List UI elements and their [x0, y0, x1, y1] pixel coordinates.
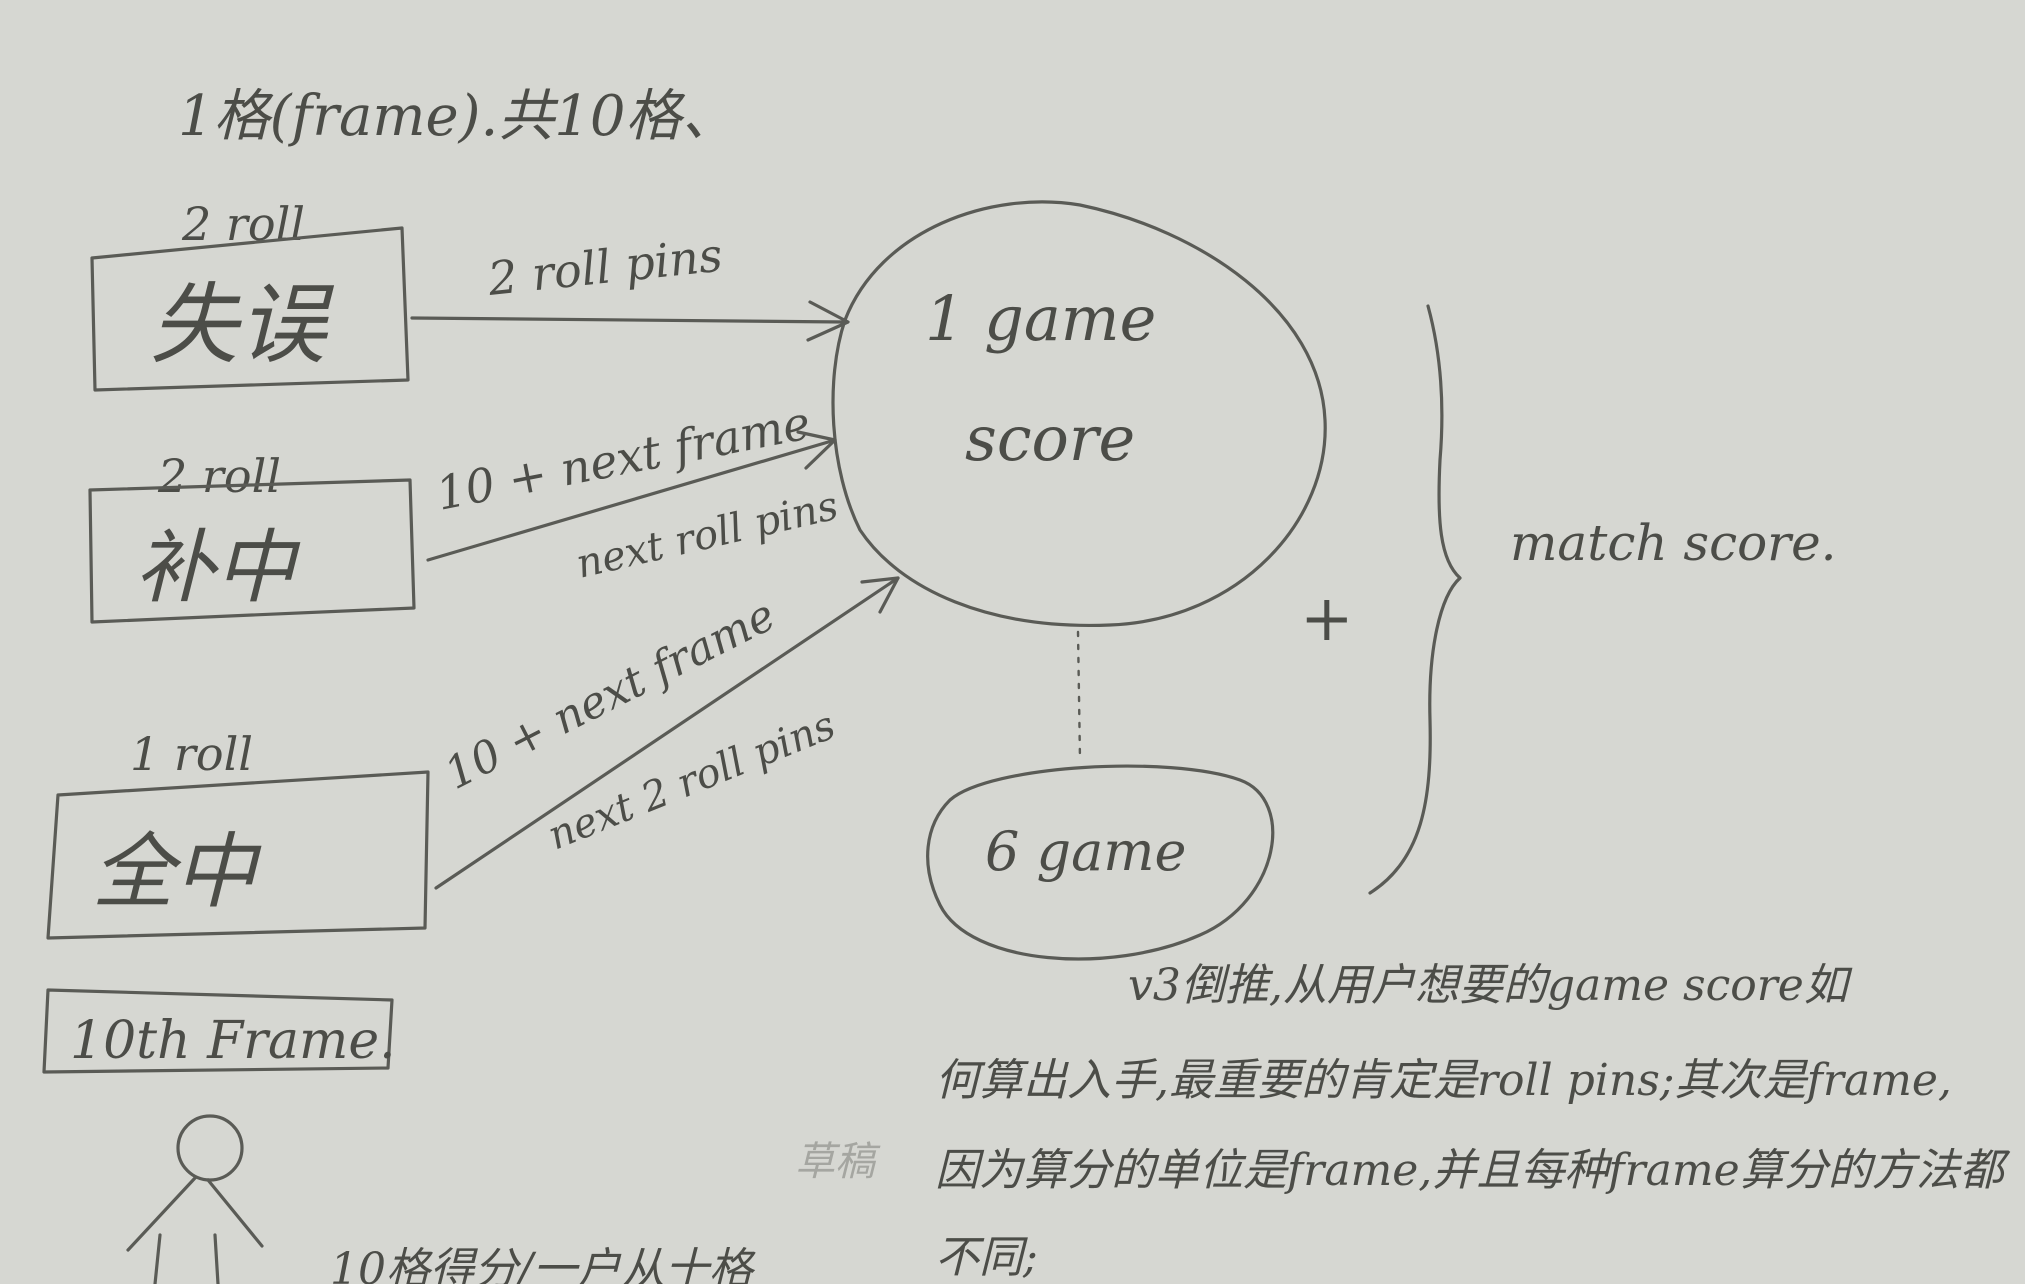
strike-frame-label: 全中 — [92, 825, 262, 920]
miss-arrowhead — [806, 300, 850, 342]
miss-frame-group: 2 roll 失误 2 roll pins — [90, 197, 850, 392]
miss-arrow-label: 2 roll pins — [485, 228, 725, 306]
tenth-frame-box — [42, 988, 394, 1074]
plus-sign: + — [1300, 582, 1354, 656]
six-game-ellipse — [926, 764, 1275, 961]
spare-arrow-label-2: next roll pins — [572, 483, 842, 588]
note-line-2: 何算出入手,最重要的肯定是roll pins;其次是frame, — [935, 1055, 1952, 1106]
game-score-group: 1 game score — [831, 200, 1327, 762]
note-line-1: v3倒推,从用户想要的game score如 — [1128, 960, 1853, 1011]
spare-arrow — [426, 438, 837, 562]
spare-frame-label: 补中 — [135, 521, 301, 614]
strike-roll-label: 1 roll — [130, 727, 253, 781]
game-score-circle — [831, 200, 1327, 628]
curly-brace — [1368, 304, 1462, 895]
tenth-frame-label: 10th Frame. — [70, 1011, 396, 1071]
dotted-connector — [1076, 630, 1082, 762]
game-score-line1: 1 game — [925, 282, 1156, 355]
strike-arrow — [434, 576, 900, 890]
match-score-label: match score. — [1510, 514, 1837, 572]
miss-arrow — [410, 316, 847, 324]
header-note: 1格(frame).共10格、 — [178, 84, 738, 149]
note-line-4: 不同; — [935, 1232, 1038, 1283]
game-score-line2: score — [965, 402, 1135, 475]
bottom-note: 10格得分/一户从十格 — [330, 1244, 756, 1284]
spare-roll-label: 2 roll — [157, 449, 281, 503]
spare-frame-group: 2 roll 补中 10 + next frame next roll pins — [88, 395, 842, 624]
stick-figure-icon — [126, 1114, 264, 1284]
tenth-frame-group: 10th Frame. — [42, 988, 396, 1074]
note-line-3: 因为算分的单位是frame,并且每种frame算分的方法都 — [935, 1145, 2011, 1196]
miss-frame-label: 失误 — [150, 273, 335, 376]
strike-frame-box — [46, 770, 430, 940]
strike-frame-group: 1 roll 全中 10 + next frame next 2 roll pi… — [46, 576, 900, 940]
strike-arrowhead — [860, 576, 900, 614]
faint-note: 草稿 — [795, 1139, 881, 1185]
six-game-label: 6 game — [985, 820, 1186, 883]
miss-frame-box — [90, 226, 410, 392]
notes-block: v3倒推,从用户想要的game score如 何算出入手,最重要的肯定是roll… — [935, 960, 2011, 1283]
spare-frame-box — [88, 478, 416, 624]
six-game-group: 6 game — [926, 764, 1275, 961]
